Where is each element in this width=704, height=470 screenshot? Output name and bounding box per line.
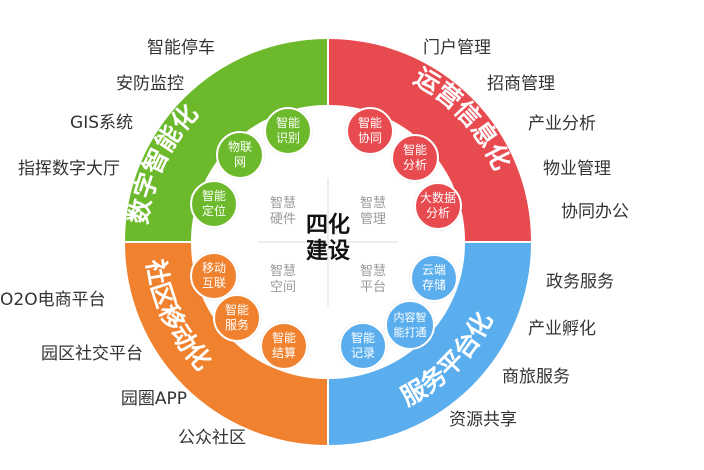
- outer-label: 产业孵化: [528, 319, 596, 339]
- bubble-smart-settlement: 智能结算: [260, 322, 308, 370]
- outer-label: 商旅服务: [502, 367, 570, 387]
- outer-label: 产业分析: [528, 114, 596, 134]
- outer-label: 门户管理: [423, 38, 491, 58]
- outer-label: 智能停车: [147, 38, 215, 58]
- outer-label: 安防监控: [116, 74, 184, 94]
- bubble-iot: 物联网: [216, 131, 264, 179]
- outer-label: 政务服务: [546, 272, 614, 292]
- bubble-big-data-analysis: 大数据分析: [414, 182, 462, 230]
- outer-label: 指挥数字大厅: [18, 159, 120, 179]
- bubble-smart-recognition: 智能识别: [264, 107, 312, 155]
- center-label-smart-platform: 智慧 平台: [359, 264, 386, 295]
- bubble-mobile-interconnect: 移动互联: [190, 252, 238, 300]
- outer-label: 园区社交平台: [41, 344, 143, 364]
- center-label-smart-management: 智慧 管理: [359, 196, 386, 227]
- outer-label: 物业管理: [543, 159, 611, 179]
- bubble-smart-service: 智能服务: [213, 294, 261, 342]
- bubble-smart-collaboration: 智能协同: [346, 107, 394, 155]
- bubble-smart-analysis: 智能分析: [391, 134, 439, 182]
- outer-label: 招商管理: [487, 74, 555, 94]
- outer-label: 公众社区: [178, 428, 246, 448]
- hub-line-1: 四化: [305, 213, 350, 238]
- outer-label: O2O电商平台: [0, 290, 106, 310]
- bubble-cloud-storage: 云端存储: [410, 254, 458, 302]
- bubble-content-connect: 内容智能打通: [385, 300, 435, 350]
- center-label-smart-hardware: 智慧 硬件: [269, 196, 296, 227]
- outer-label: 资源共享: [449, 410, 517, 430]
- outer-label: 协同办公: [561, 202, 629, 222]
- bubble-smart-positioning: 智能定位: [190, 180, 238, 228]
- hub-line-2: 建设: [305, 239, 350, 264]
- outer-label: 园圈APP: [120, 389, 187, 409]
- hub-title: 四化 建设: [298, 213, 358, 265]
- bubble-smart-record: 智能记录: [339, 322, 387, 370]
- outer-label: GIS系统: [70, 113, 133, 133]
- ring-segment-community-mobile: [125, 243, 327, 445]
- center-label-smart-space: 智慧 空间: [269, 264, 296, 295]
- ring-segment-service-platform: [329, 243, 531, 445]
